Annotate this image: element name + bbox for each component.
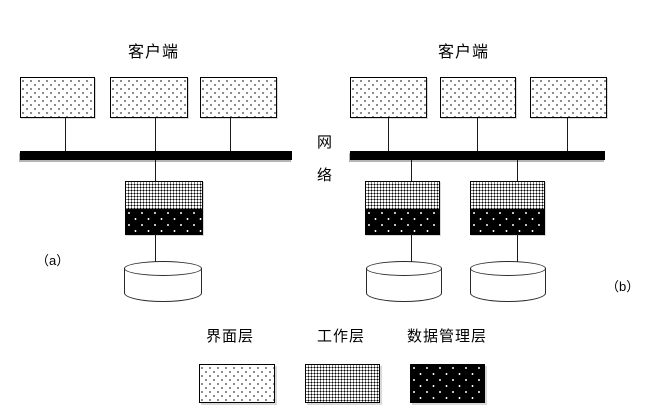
connector-line xyxy=(155,118,156,152)
client-box xyxy=(440,77,516,118)
connector-line xyxy=(477,118,478,152)
legend-swatch-interface-layer xyxy=(199,364,275,403)
database-cylinder xyxy=(470,261,546,302)
connector-line xyxy=(155,160,156,182)
panel-a-caption: （a） xyxy=(36,253,70,268)
work-layer-segment xyxy=(126,182,202,211)
connector-line xyxy=(65,118,66,152)
client-box xyxy=(530,77,607,118)
network-label-char2: 络 xyxy=(317,167,333,184)
server-box xyxy=(365,181,440,235)
client-box xyxy=(200,77,277,118)
work-layer-segment xyxy=(471,182,544,211)
connector-line xyxy=(411,234,412,264)
network-label-char1: 网 xyxy=(317,134,333,151)
legend-swatch-work-layer xyxy=(305,364,380,403)
connector-line xyxy=(411,160,412,182)
panel-b-caption: （b） xyxy=(606,279,640,294)
database-cylinder xyxy=(124,261,202,302)
panel-a-title: 客户端 xyxy=(128,44,180,61)
connector-line xyxy=(567,118,568,152)
database-cylinder xyxy=(366,261,442,302)
server-box xyxy=(125,181,203,235)
data-layer-segment xyxy=(471,210,544,234)
legend-swatch-data-management-layer xyxy=(410,364,485,403)
client-box xyxy=(20,77,95,118)
data-layer-segment xyxy=(366,210,439,234)
server-box xyxy=(470,181,545,235)
cylinder-top xyxy=(470,261,546,276)
legend-label-interface-layer: 界面层 xyxy=(206,328,255,345)
legend-label-work-layer: 工作层 xyxy=(317,328,366,345)
panel-b-title: 客户端 xyxy=(438,44,490,61)
legend-label-data-management-layer: 数据管理层 xyxy=(407,328,488,345)
client-box xyxy=(110,77,188,118)
connector-line xyxy=(155,234,156,264)
cylinder-top xyxy=(366,261,442,276)
connector-line xyxy=(388,118,389,152)
network-bus xyxy=(350,151,605,160)
work-layer-segment xyxy=(366,182,439,211)
connector-line xyxy=(230,118,231,152)
data-layer-segment xyxy=(126,210,202,234)
client-box xyxy=(350,77,427,118)
connector-line xyxy=(517,234,518,264)
network-bus xyxy=(20,151,292,160)
cylinder-top xyxy=(124,261,202,276)
connector-line xyxy=(517,160,518,182)
